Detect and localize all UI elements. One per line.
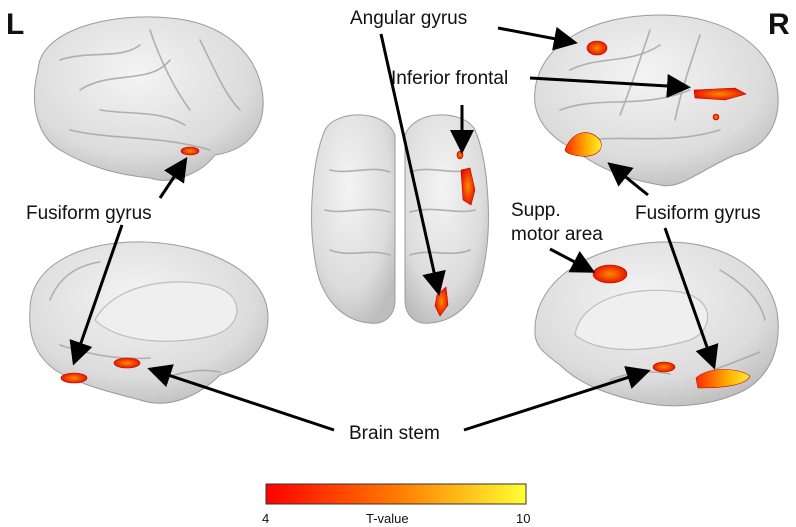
right-supp-motor-blob: [592, 264, 628, 284]
arrow-angular-to-right: [497, 26, 578, 51]
right-medial-brain: [534, 241, 779, 407]
annotation-arrows: [69, 26, 719, 432]
arrow-fusiform-left-down: [69, 224, 124, 366]
supp-motor-area-label-line2: motor area: [511, 224, 603, 245]
right-fusiform-blob-lateral: [564, 132, 602, 157]
fusiform-gyrus-left-label: Fusiform gyrus: [26, 203, 152, 224]
hemisphere-right-label: R: [768, 8, 790, 41]
arrow-brainstem-left: [147, 364, 335, 432]
colorbar: 4 T-value 10: [262, 483, 530, 526]
left-fusiform-blob-medial: [60, 372, 88, 384]
right-small-frontal-blob: [712, 113, 720, 121]
brain-stem-label: Brain stem: [349, 423, 440, 444]
left-fusiform-blob-lateral: [180, 146, 200, 156]
right-brainstem-blob: [652, 361, 676, 373]
right-inferior-frontal-blob: [693, 87, 747, 101]
arrow-inferior-frontal-right: [529, 73, 691, 98]
arrow-fusiform-right-up: [607, 162, 649, 197]
inferior-frontal-label: Inferior frontal: [391, 68, 508, 89]
arrow-brainstem-right: [463, 366, 651, 432]
colorbar-min-label: 4: [262, 511, 269, 526]
dorsal-upper-dot: [456, 150, 464, 160]
left-brainstem-blob: [113, 357, 141, 369]
colorbar-max-label: 10: [516, 511, 530, 526]
supp-motor-area-label-line1: Supp.: [511, 200, 561, 221]
hemisphere-left-label: L: [6, 8, 24, 41]
left-medial-brain: [29, 241, 269, 404]
left-lateral-brain: [33, 16, 264, 181]
arrow-angular-to-dorsal: [379, 33, 446, 296]
fusiform-gyrus-right-label: Fusiform gyrus: [635, 203, 761, 224]
colorbar-title: T-value: [366, 511, 409, 526]
angular-gyrus-label: Angular gyrus: [350, 8, 467, 29]
right-angular-blob: [586, 40, 608, 56]
right-fusiform-blob-medial: [695, 369, 751, 389]
arrow-fusiform-left-up: [158, 157, 188, 199]
colorbar-gradient: [265, 483, 527, 505]
arrow-fusiform-right-down: [663, 227, 719, 370]
right-lateral-brain: [534, 14, 779, 187]
arrow-supp-motor: [549, 247, 596, 273]
dorsal-inferior-frontal-blob: [460, 167, 476, 206]
